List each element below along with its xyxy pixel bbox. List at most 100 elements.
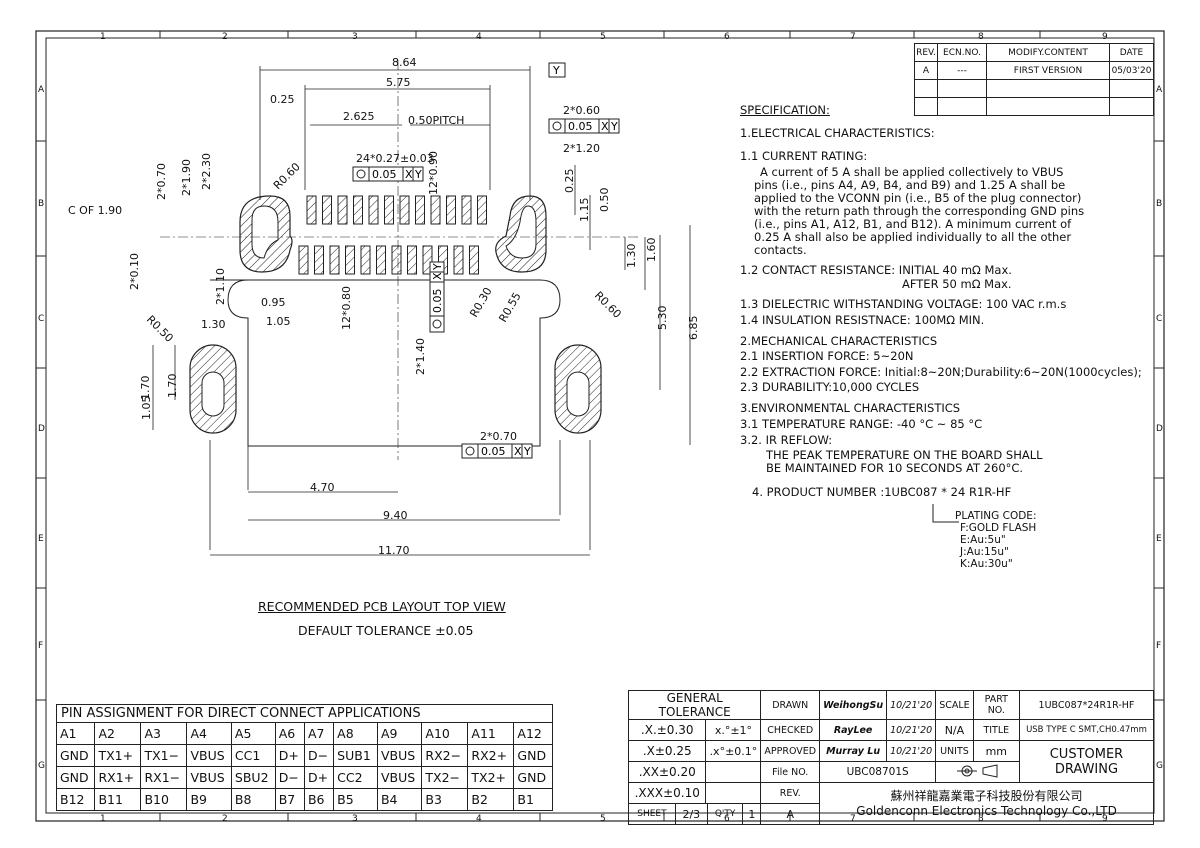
plating-code: E:Au:5u" (960, 534, 1006, 546)
tol-xxx: .XXX±0.10 (627, 782, 707, 804)
signal-pad (446, 195, 456, 225)
qty-value: 1 (748, 807, 756, 821)
pin-cell: B8 (230, 788, 276, 811)
frame-col-marker: 7 (850, 814, 856, 824)
pin-cell: VBUS (186, 766, 232, 789)
dimension-label: 1.30 (201, 318, 226, 331)
dimension-label: R0.60 (271, 160, 303, 192)
checked-by: RayLee (819, 719, 888, 741)
spec-line: THE PEAK TEMPERATURE ON THE BOARD SHALL (766, 448, 1043, 462)
spec-line: 1.ELECTRICAL CHARACTERISTICS: (740, 126, 935, 140)
frame-row-marker: G (38, 761, 45, 771)
drawn-by: WeihongSu (819, 690, 888, 720)
dimension-label: 0.50 (598, 188, 611, 213)
frame-col-marker: 2 (222, 32, 228, 42)
company-en: Goldenconn Electronics Technology Co.,LT… (856, 803, 1117, 818)
dimension-label: 1.15 (578, 198, 591, 223)
frame-row-marker: C (38, 314, 45, 324)
pin-cell: A5 (230, 722, 276, 745)
pin-cell: B6 (303, 788, 335, 811)
pin-cell: B2 (467, 788, 515, 811)
spec-line: with the return path through the corresp… (754, 204, 1085, 218)
dimension-label: 2*1.90 (180, 159, 193, 196)
signal-pad (360, 245, 371, 275)
rev-value: A (760, 803, 821, 825)
signal-pad (422, 245, 433, 275)
pin-cell: A2 (94, 722, 142, 745)
units-value: mm (972, 740, 1020, 762)
spec-line: 3.1 TEMPERATURE RANGE: -40 °C ~ 85 °C (740, 417, 983, 431)
dimension-label: 1.70 (139, 376, 152, 401)
pin-cell: GND (55, 766, 96, 789)
spec-line: 0.25 A shall also be applied individuall… (754, 230, 1072, 244)
pin-cell: RX1− (140, 766, 188, 789)
fcf-value: Y (431, 263, 444, 271)
plating-code: K:Au:30u" (960, 558, 1013, 570)
pin-cell: A3 (140, 722, 188, 745)
frame-col-marker: 8 (978, 32, 984, 42)
signal-pad (453, 245, 464, 275)
dimension-label: R0.50 (144, 313, 176, 345)
dimension-label: 12*0.80 (340, 286, 353, 330)
part-no-value: 1UBC087*24R1R-HF (1018, 690, 1155, 720)
signal-pad (337, 195, 348, 225)
tol-x1: .X±0.25 (627, 740, 707, 762)
fcf-value: X (601, 120, 609, 133)
scale-value: N/A (935, 719, 974, 741)
dimension-label: 4.70 (310, 481, 335, 494)
pin-cell: TX1+ (94, 744, 142, 767)
signal-pad (306, 195, 317, 225)
dimension-label: C OF 1.90 (68, 204, 122, 217)
frame-col-marker: 6 (724, 32, 730, 42)
pin-cell: CC1 (230, 744, 276, 767)
pin-cell: A9 (376, 722, 423, 745)
dimension-label: 24*0.27±0.03 (356, 152, 434, 165)
fcf-value: 0.05 (568, 120, 593, 133)
signal-pad (415, 195, 425, 225)
dimension-label: R0.30 (467, 285, 494, 319)
spec-line: contacts. (754, 243, 807, 257)
signal-pad (298, 245, 309, 275)
frame-row-marker: B (1156, 199, 1163, 209)
frame-col-marker: 4 (476, 814, 482, 824)
dimension-label: 1.05 (140, 396, 153, 421)
dimension-label: 2*1.40 (414, 338, 427, 375)
pin-cell: B4 (376, 788, 423, 811)
dimension-label: 5.30 (656, 306, 669, 331)
fcf-value: 0.05 (372, 168, 397, 181)
signal-pad (368, 195, 379, 225)
spec-line: 4. PRODUCT NUMBER :1UBC087 * 24 R1R-HF (752, 485, 1012, 499)
drawn-label: DRAWN (760, 690, 821, 720)
spec-line: (i.e., pins A1, A12, B1, and B12). A min… (754, 217, 1072, 231)
dimension-label: 1.70 (166, 374, 179, 399)
fcf-value: X (514, 445, 522, 458)
general-tolerance: GENERAL TOLERANCE (627, 690, 762, 720)
dimension-label: 2*0.60 (563, 104, 600, 117)
plating-leader (932, 504, 959, 523)
checked-label: CHECKED (760, 719, 821, 741)
ang-x1: .x°±0.1° (705, 740, 762, 762)
checked-date: 10/21'20 (886, 719, 937, 741)
dimension-label: 2*0.70 (155, 163, 168, 200)
spec-line: BE MAINTAINED FOR 10 SECONDS AT 260°C. (766, 461, 1024, 475)
pin-cell: RX2− (421, 744, 469, 767)
pin-cell: RX1+ (94, 766, 142, 789)
pin-cell: TX1− (140, 744, 188, 767)
signal-pad (469, 245, 479, 275)
frame-col-marker: 6 (724, 814, 730, 824)
spec-line: A current of 5 A shall be applied collec… (760, 165, 1064, 179)
pin-cell: TX2+ (467, 766, 515, 789)
position-tolerance-icon (465, 446, 475, 456)
title-value: USB TYPE C SMT,CH0.47mm (1018, 719, 1155, 741)
spec-line: 1.3 DIELECTRIC WITHSTANDING VOLTAGE: 100… (740, 297, 1067, 311)
dimension-label: 11.70 (378, 544, 410, 557)
pin-cell: SUB1 (333, 744, 378, 767)
pin-cell: D− (303, 744, 335, 767)
frame-col-marker: 5 (600, 814, 606, 824)
frame-row-marker: G (1156, 761, 1163, 771)
pin-cell: SBU2 (230, 766, 276, 789)
dimension-label: 0.50PITCH (408, 114, 464, 127)
